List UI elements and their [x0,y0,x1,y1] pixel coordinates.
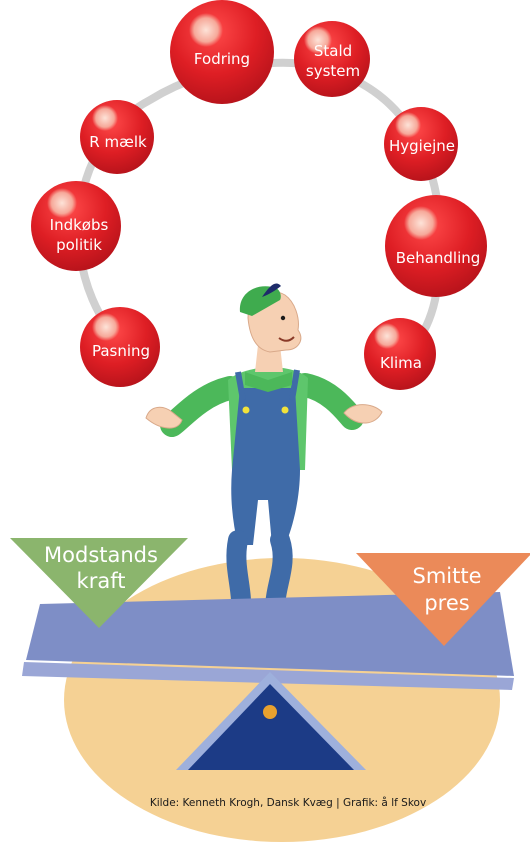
right-weight-triangle: Smitte pres [356,553,530,646]
ball-indkobs-politik: Indkøbs politik [31,181,121,271]
overalls [231,388,300,545]
ball-hygiejne: Hygiejne [384,107,458,181]
fulcrum [176,672,366,770]
ball-ramaelk: R mælk [80,100,154,174]
left-weight-triangle: Modstands kraft [10,538,188,628]
right-weight-label: pres [424,591,469,615]
cap [239,286,281,316]
ball-label: Stald [314,42,352,60]
seesaw-beam [26,592,514,676]
ball-label: system [306,62,360,80]
ball-label: Behandling [396,249,481,267]
ball-staldsystem: Stald system [294,21,370,97]
ball-pasning: Pasning [80,307,160,387]
credit-text: Kilde: Kenneth Krogh, Dansk Kvæg | Grafi… [150,796,426,809]
collar [245,372,292,392]
ball-label: R mælk [89,133,147,151]
ball-label: Pasning [92,342,150,360]
left-hand [145,406,183,429]
ball-label: Indkøbs [50,216,109,234]
ball-klima: Klima [364,318,436,390]
juggler-figure [145,283,383,646]
right-weight-label: Smitte [412,564,481,588]
ball-fodring: Fodring [170,0,274,104]
ball-label: Fodring [194,50,250,68]
left-weight-label: Modstands [44,543,158,567]
ball-behandling: Behandling [385,195,487,297]
ball-label: Hygiejne [389,137,455,155]
ball-label: Klima [380,354,422,372]
ball-label: politik [56,236,102,254]
left-weight-label: kraft [77,569,126,593]
right-hand [343,404,383,424]
